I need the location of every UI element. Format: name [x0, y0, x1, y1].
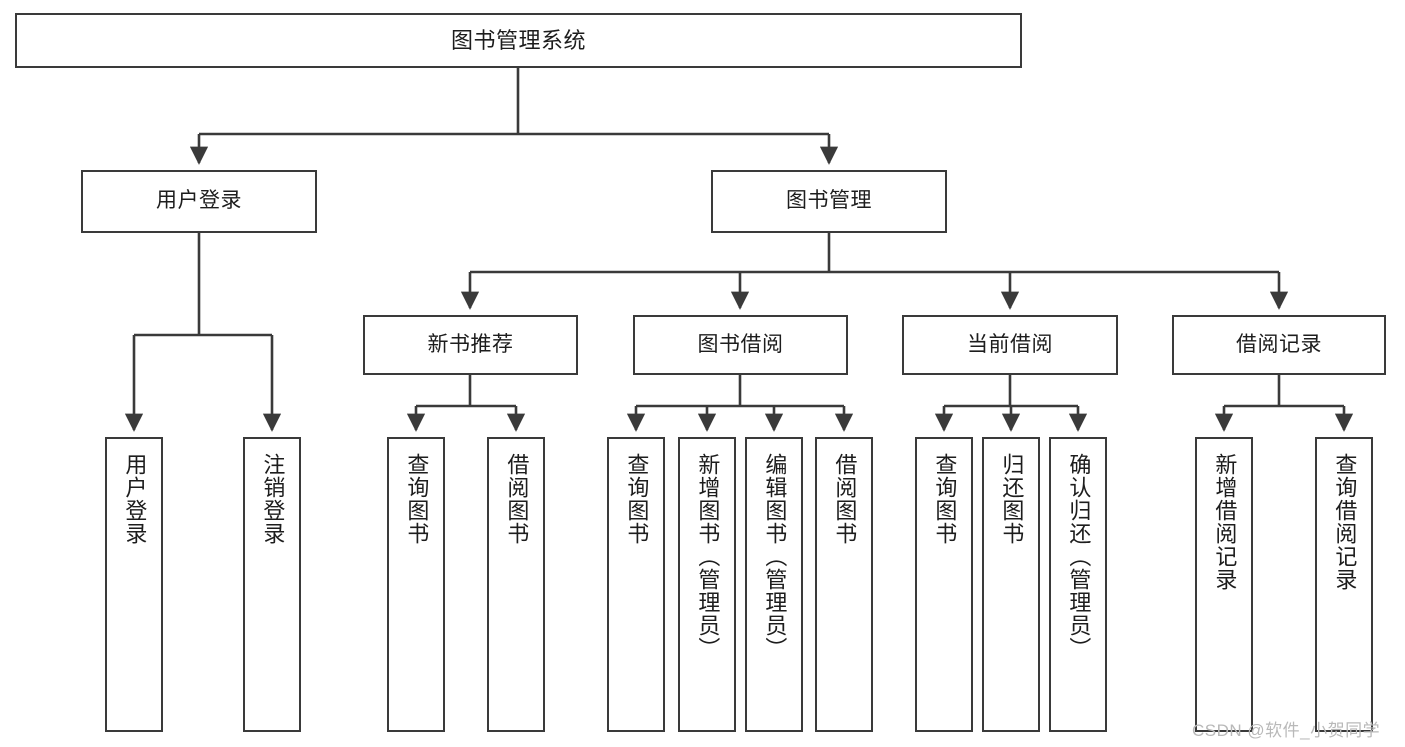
csdn-watermark: CSDN @软件_小贺同学 [1192, 721, 1381, 740]
node-leaf-return-book[interactable]: 归还图书 [982, 437, 1040, 732]
node-leaf-borrow-book[interactable]: 借阅图书 [815, 437, 873, 732]
node-leaf-edit-book-label: 编辑图书（管理员） [762, 453, 788, 660]
node-user-login[interactable]: 用户登录 [81, 170, 317, 233]
node-leaf-add-record-label: 新增借阅记录 [1212, 453, 1238, 591]
node-leaf-query-book-cur-label: 查询图书 [932, 453, 958, 545]
node-leaf-user-logout-label: 注销登录 [260, 453, 286, 545]
node-leaf-confirm-return[interactable]: 确认归还（管理员） [1049, 437, 1107, 732]
node-leaf-borrow-book-rec-label: 借阅图书 [504, 453, 530, 545]
node-leaf-add-book-label: 新增图书（管理员） [695, 453, 721, 660]
node-leaf-user-login[interactable]: 用户登录 [105, 437, 163, 732]
node-current-borrow[interactable]: 当前借阅 [902, 315, 1118, 375]
node-new-book-rec[interactable]: 新书推荐 [363, 315, 578, 375]
node-leaf-query-record[interactable]: 查询借阅记录 [1315, 437, 1373, 732]
node-book-borrow-label: 图书借阅 [697, 332, 784, 356]
node-leaf-borrow-book-label: 借阅图书 [832, 453, 858, 545]
node-leaf-add-record[interactable]: 新增借阅记录 [1195, 437, 1253, 732]
node-borrow-record-label: 借阅记录 [1236, 332, 1322, 356]
node-new-book-rec-label: 新书推荐 [427, 332, 514, 356]
node-root[interactable]: 图书管理系统 [15, 13, 1022, 68]
node-leaf-query-book-label: 查询图书 [624, 453, 650, 545]
node-leaf-edit-book[interactable]: 编辑图书（管理员） [745, 437, 803, 732]
node-leaf-query-book-cur[interactable]: 查询图书 [915, 437, 973, 732]
node-leaf-confirm-return-label: 确认归还（管理员） [1066, 453, 1092, 660]
node-book-manage[interactable]: 图书管理 [711, 170, 947, 233]
node-current-borrow-label: 当前借阅 [967, 332, 1053, 356]
node-leaf-query-book[interactable]: 查询图书 [607, 437, 665, 732]
node-leaf-borrow-book-rec[interactable]: 借阅图书 [487, 437, 545, 732]
node-leaf-user-logout[interactable]: 注销登录 [243, 437, 301, 732]
node-user-login-label: 用户登录 [156, 189, 242, 213]
node-leaf-return-book-label: 归还图书 [999, 453, 1025, 545]
node-borrow-record[interactable]: 借阅记录 [1172, 315, 1386, 375]
node-leaf-user-login-label: 用户登录 [122, 453, 148, 545]
node-leaf-query-book-rec-label: 查询图书 [404, 453, 430, 545]
node-book-borrow[interactable]: 图书借阅 [633, 315, 848, 375]
node-leaf-add-book[interactable]: 新增图书（管理员） [678, 437, 736, 732]
node-book-manage-label: 图书管理 [786, 189, 872, 213]
node-leaf-query-record-label: 查询借阅记录 [1332, 453, 1358, 591]
node-root-label: 图书管理系统 [450, 27, 586, 53]
node-leaf-query-book-rec[interactable]: 查询图书 [387, 437, 445, 732]
